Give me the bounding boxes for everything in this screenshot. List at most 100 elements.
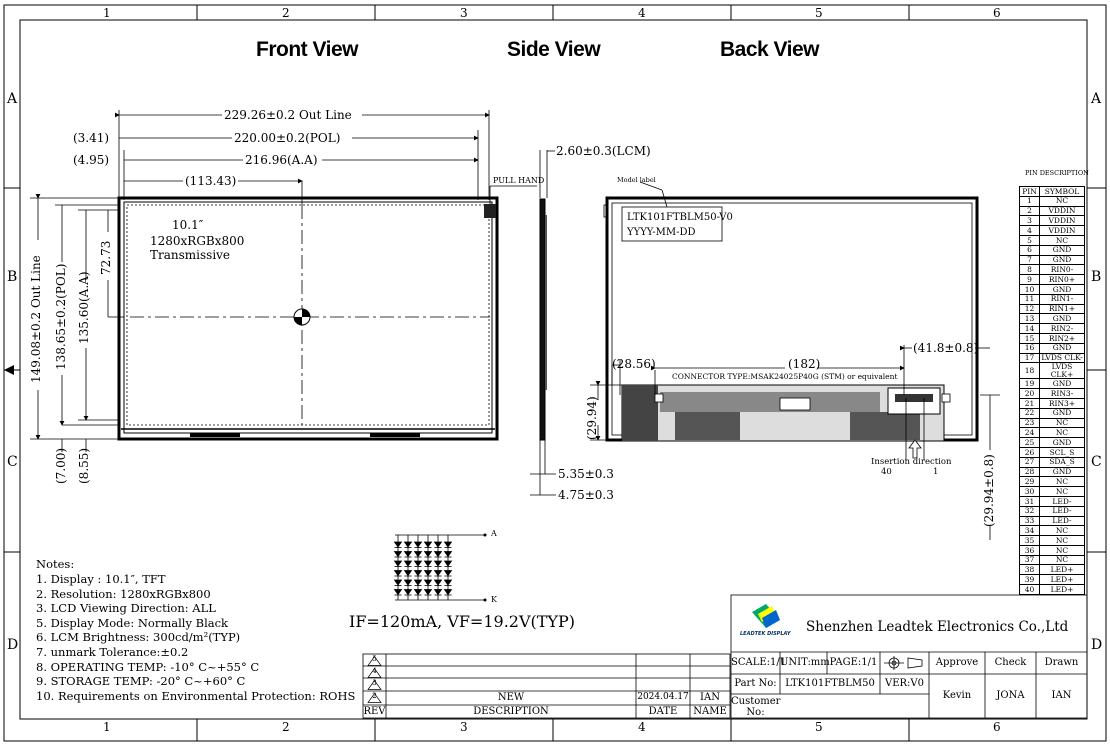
revision-triangle-icon [367,692,382,703]
part-number: LTK101FTBLM50 [785,678,875,689]
approve-name: Kevin [942,690,972,701]
pin-symbol: LED+ [1039,574,1085,586]
led-diode-icon [423,560,433,567]
pin-number: 33 [1019,515,1040,527]
pin-number: 38 [1019,564,1040,576]
rev-header: REV [363,706,386,717]
led-diode-icon [443,570,453,577]
pin-number: 14 [1019,323,1040,334]
col-label-4: 4 [638,6,646,20]
led-diode-icon [393,560,403,567]
pin-number: 21 [1019,397,1040,409]
pin-symbol: LED- [1039,495,1085,507]
led-diode-icon [433,589,443,596]
back-dim-mid: (182) [788,357,821,371]
pin-number: 5 [1019,234,1040,246]
version: VER:V0 [884,678,924,689]
panel-resolution: 1280xRGBx800 [150,234,245,248]
led-diode-icon [443,589,453,596]
pin-number: 6 [1019,244,1040,256]
pin-table-header: PIN SYMBOL [1019,186,1085,197]
led-diode-icon [393,541,403,548]
led-diode-icon [433,570,443,577]
pin-symbol: GND [1039,466,1085,478]
side-view [530,150,556,496]
pin-symbol: NC [1039,554,1085,566]
led-spec: IF=120mA, VF=19.2V(TYP) [349,612,575,631]
description-header: DESCRIPTION [473,706,549,717]
note-item: 2. Resolution: 1280xRGBx800 [36,586,211,601]
row-label-d-right: D [1091,637,1103,653]
pin-number: 1 [1019,195,1040,207]
pin-number: 2 [1019,205,1040,217]
pin-symbol: VDDIN [1039,205,1085,217]
led-diode-icon [443,560,453,567]
notes-title: Notes: [36,557,75,571]
pin-symbol: RIN3+ [1039,397,1085,409]
company-name: Shenzhen Leadtek Electronics Co.,Ltd [806,619,1069,635]
pin-number: 32 [1019,505,1040,517]
col-label-4-bottom: 4 [638,720,646,734]
pin-header-symbol: SYMBOL [1039,186,1085,197]
pin-symbol: NC [1039,427,1085,439]
panel-size: 10.1″ [172,218,204,232]
pin-symbol: RIN1- [1039,293,1085,305]
pin-number: 13 [1019,313,1040,325]
customer-label-2: No: [746,707,765,718]
part-no-label: Part No: [734,678,777,689]
back-dim-right-vert: (29.94±0.8) [982,454,996,527]
led-diode-icon [403,579,413,586]
side-dim-a: 5.35±0.3 [558,467,614,481]
back-dim-right: (41.8±0.8) [913,341,979,355]
led-cathode-label: K [491,595,497,604]
bottom-offset-1: (7.00) [54,447,68,484]
pin-number: 4 [1019,225,1040,236]
outline-width-dim: 229.26±0.2 Out Line [224,108,352,122]
led-diode-icon [413,579,423,586]
centering-mark [4,365,14,375]
pin-symbol: VDDIN [1039,225,1085,236]
date-header: DATE [648,706,678,717]
revision-mark: 5 [372,655,377,663]
center-x-dim: (113.43) [185,174,237,188]
outer-frame [3,4,1107,742]
row-label-b-right: B [1091,269,1102,285]
pin-number: 39 [1019,574,1040,586]
pol-height-dim: 138.65±0.2(POL) [54,263,68,370]
led-diode-icon [393,570,403,577]
lcm-thickness-dim: 2.60±0.3(LCM) [556,144,651,158]
left-offset-1: (3.41) [73,131,110,145]
customer-label-1: Customer [731,696,781,707]
led-diode-icon [413,589,423,596]
row-label-c-right: C [1091,454,1102,470]
revision-mark: 3 [372,679,377,687]
pin-symbol: SCL_S [1039,446,1085,458]
led-diode-icon [423,589,433,596]
front-view-outline [117,196,499,441]
front-vertical-dimensions [30,194,124,452]
logo-text: LEADTEK DISPLAY [740,631,791,637]
front-view-heading: Front View [256,38,358,61]
pin-header-pin: PIN [1019,186,1040,197]
side-dim-b: 4.75±0.3 [558,488,614,502]
pin-symbol: NC [1039,486,1085,497]
revision-table [362,653,731,719]
row-label-a-right: A [1091,91,1102,107]
pol-width-dim: 220.00±0.2(POL) [234,131,341,145]
pin-number: 26 [1019,446,1040,458]
pin-number: 28 [1019,466,1040,478]
